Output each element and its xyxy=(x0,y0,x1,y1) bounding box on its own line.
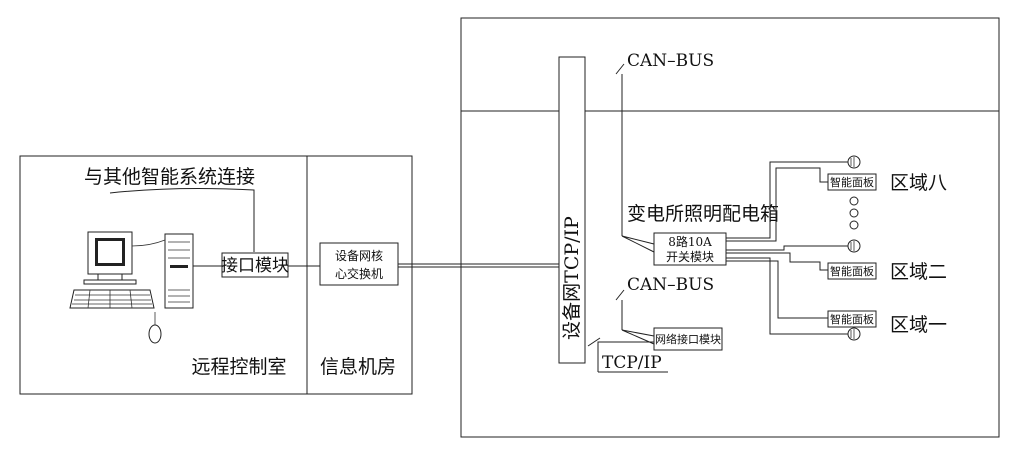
smart-panel-label: 智能面板 xyxy=(830,312,874,326)
ellipsis-dot xyxy=(849,220,859,230)
lamp-icon xyxy=(847,327,861,341)
tcp-ip-tick xyxy=(587,337,601,347)
can-bus-mid-tick xyxy=(615,289,625,301)
computer-icon xyxy=(69,231,194,344)
zone-2-label: 区域二 xyxy=(890,261,947,283)
core-switch-label-1: 设备网核 xyxy=(335,249,383,263)
core-switch-box xyxy=(319,242,399,286)
tcp-ip-label: TCP/IP xyxy=(602,353,662,373)
ellipsis-dot xyxy=(849,208,859,218)
info-room-label: 信息机房 xyxy=(320,356,396,378)
switch-module-label-2: 开关模块 xyxy=(666,250,714,264)
core-switch-label-2: 心交换机 xyxy=(335,266,383,281)
distribution-box-label: 变电所照明配电箱 xyxy=(627,203,779,225)
connect-other-leader xyxy=(109,188,255,252)
can-bus-top-label: CAN–BUS xyxy=(627,51,714,71)
smart-panel-label: 智能面板 xyxy=(830,264,874,278)
lamp-icon xyxy=(847,239,861,253)
smart-panel-box xyxy=(827,262,877,280)
device-network-backbone xyxy=(558,56,586,364)
connect-other-label: 与其他智能系统连接 xyxy=(84,166,255,188)
network-interface-box xyxy=(653,327,723,351)
zone-1-label: 区域一 xyxy=(890,314,947,336)
smart-panel-box xyxy=(827,310,877,328)
smart-panel-box xyxy=(827,173,877,191)
can-bus-top-tick xyxy=(615,63,625,75)
device-network-label: 设备网TCP/IP xyxy=(561,216,583,340)
interface-module-box xyxy=(221,252,289,278)
switch-module-connector xyxy=(621,235,655,253)
remote-room-label: 远程控制室 xyxy=(191,356,286,378)
zone-8-label: 区域八 xyxy=(890,172,947,194)
ellipsis-dot xyxy=(849,196,859,206)
left-frame xyxy=(19,155,413,395)
smart-panel-label: 智能面板 xyxy=(830,175,874,189)
switch-module-label-1: 8路10A xyxy=(668,234,712,249)
interface-module-label: 接口模块 xyxy=(221,256,289,276)
tcp-ip-link xyxy=(597,341,654,372)
switch-module-box xyxy=(653,232,727,266)
can-bus-mid-label: CAN–BUS xyxy=(627,275,714,295)
output-wiring xyxy=(726,161,848,335)
network-interface-label: 网络接口模块 xyxy=(655,332,721,346)
right-frame xyxy=(460,17,1000,438)
lamp-icon xyxy=(847,155,861,169)
